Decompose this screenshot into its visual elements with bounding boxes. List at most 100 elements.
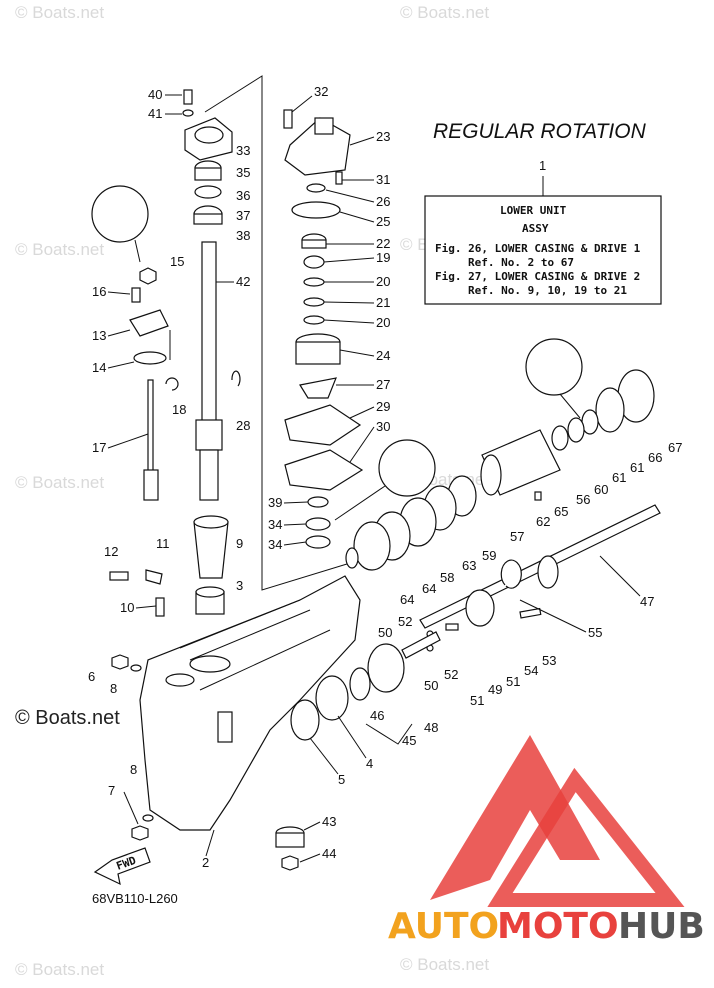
callout-51b: 51 [470, 693, 484, 708]
callout-55: 55 [588, 625, 602, 640]
callout-45: 45 [402, 733, 416, 748]
callout-35: 35 [236, 165, 250, 180]
shim-64 [345, 547, 359, 569]
nut-15 [139, 267, 157, 285]
callout-48: 48 [424, 720, 438, 735]
plunger-50 [401, 631, 441, 659]
callout-34a: 34 [268, 517, 282, 532]
callout-6: 6 [88, 669, 95, 684]
callout-9: 9 [236, 536, 243, 551]
info-box-line: Fig. 26, LOWER CASING & DRIVE 1 [435, 242, 641, 255]
callout-31: 31 [376, 172, 390, 187]
lower-casing-2 [139, 575, 361, 831]
grommet-11 [145, 569, 163, 585]
callout-8b: 8 [130, 762, 137, 777]
logo-auto: AUTO [388, 906, 499, 947]
automotohub-logo: AUTO MOTO HUB [388, 735, 705, 947]
callout-50b: 50 [424, 678, 438, 693]
callout-22: 22 [376, 236, 390, 251]
seal-34b [305, 535, 331, 549]
shift-bracket-13 [129, 309, 169, 337]
callout-51a: 51 [506, 674, 520, 689]
plate-29 [284, 404, 362, 446]
info-box-line: Ref. No. 9, 10, 19 to 21 [468, 284, 627, 297]
callout-66: 66 [648, 450, 662, 465]
callout-39: 39 [268, 495, 282, 510]
impeller-27 [299, 377, 337, 399]
callout-41: 41 [148, 106, 162, 121]
callout-5: 5 [338, 772, 345, 787]
detail-circle-3 [525, 338, 583, 396]
callout-63: 63 [462, 558, 476, 573]
info-box-line: Fig. 27, LOWER CASING & DRIVE 2 [435, 270, 640, 283]
spring-49 [445, 623, 459, 631]
callout-13: 13 [92, 328, 106, 343]
callout-28: 28 [236, 418, 250, 433]
callout-60: 60 [594, 482, 608, 497]
part-21 [303, 297, 325, 307]
callout-43: 43 [322, 814, 336, 829]
info-box [424, 195, 662, 305]
callout-59: 59 [482, 548, 496, 563]
seal-34a [305, 517, 331, 531]
callout-16: 16 [92, 284, 106, 299]
bolt-32 [283, 109, 293, 129]
watermark: © Boats.net [15, 473, 104, 492]
detail-circle-2 [378, 439, 436, 497]
fwd-arrow [93, 847, 151, 886]
reverse-gear-48 [367, 643, 405, 693]
callout-64: 64 [400, 592, 414, 607]
bolt-12 [109, 571, 129, 581]
callout-47: 47 [640, 594, 654, 609]
boats-watermark: © Boats.net [15, 707, 120, 729]
callout-61b: 61 [630, 460, 644, 475]
callout-23: 23 [376, 129, 390, 144]
shim-36 [194, 185, 222, 199]
shim-4 [315, 675, 349, 721]
bearing-60 [551, 425, 569, 451]
callout-62: 62 [536, 514, 550, 529]
callout-18: 18 [172, 402, 186, 417]
callout-44: 44 [322, 846, 336, 861]
callout-2: 2 [202, 855, 209, 870]
bolt-10 [155, 597, 165, 617]
callout-14: 14 [92, 360, 106, 375]
washer-41 [182, 109, 194, 117]
info-box-line: Ref. No. 2 to 67 [468, 256, 574, 269]
callout-52b: 52 [444, 667, 458, 682]
callout-25: 25 [376, 214, 390, 229]
info-box-heading: LOWER UNIT [500, 204, 567, 217]
washer-66 [595, 387, 625, 433]
o-ring-25 [291, 201, 341, 219]
callout-12: 12 [104, 544, 118, 559]
callout-24: 24 [376, 348, 390, 363]
callout-19: 19 [376, 250, 390, 265]
gasket-30 [284, 449, 364, 491]
info-box-sub: ASSY [522, 222, 549, 235]
bolt-16 [131, 287, 141, 303]
diagram-code: 68VB110-L260 [92, 891, 178, 906]
callout-20b: 20 [376, 315, 390, 330]
callout-58: 58 [440, 570, 454, 585]
gasket-8 [130, 664, 142, 672]
callout-17: 17 [92, 440, 106, 455]
gear-58 [353, 521, 391, 571]
part-19 [303, 255, 325, 269]
callout-36: 36 [236, 188, 250, 203]
callout-42: 42 [236, 274, 250, 289]
watermark: © Boats.net [15, 960, 104, 979]
callout-64b: 64 [422, 581, 436, 596]
bearing-46 [349, 667, 371, 701]
callout-65: 65 [554, 504, 568, 519]
callout-46: 46 [370, 708, 384, 723]
plug-6 [111, 654, 129, 670]
part-20a [303, 277, 325, 287]
o-ring-5 [290, 699, 320, 741]
pin-53 [519, 607, 542, 619]
part-20b [303, 315, 325, 325]
pin-65 [534, 491, 542, 501]
o-ring-61b [567, 417, 585, 443]
drain-plug-7 [131, 825, 149, 841]
callout-11: 11 [156, 536, 170, 551]
